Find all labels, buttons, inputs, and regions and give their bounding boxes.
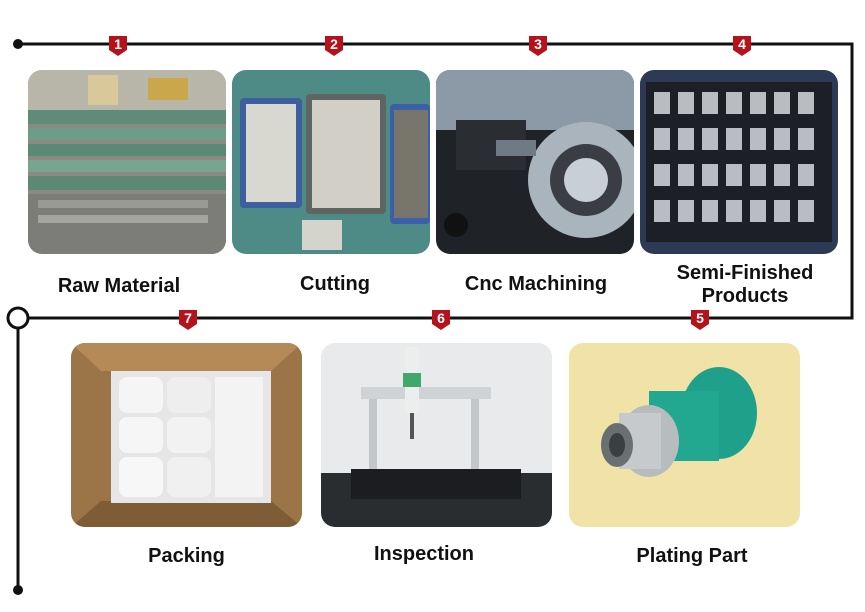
step-label-plating-part: Plating Part xyxy=(636,545,748,567)
flow-end-dot xyxy=(13,585,23,595)
step-badge-7: 7 xyxy=(177,309,199,331)
step-number: 7 xyxy=(184,310,192,326)
step-label-inspection: Inspection xyxy=(373,543,474,565)
step-label-line-2: Products xyxy=(701,285,789,307)
step-number: 6 xyxy=(437,310,445,326)
step-number: 3 xyxy=(534,36,542,52)
step-badge-2: 2 xyxy=(323,35,345,57)
step-label-cnc-machining: Cnc Machining xyxy=(464,273,608,295)
step-label-raw-material: Raw Material xyxy=(57,275,181,297)
step-badge-4: 4 xyxy=(731,35,753,57)
plating-part-photo xyxy=(569,343,800,527)
cnc-machining-photo xyxy=(436,70,634,254)
step-badge-5: 5 xyxy=(689,309,711,331)
step-badge-6: 6 xyxy=(430,309,452,331)
cutting-photo xyxy=(232,70,430,254)
raw-material-photo xyxy=(28,70,226,254)
step-badge-3: 3 xyxy=(527,35,549,57)
flow-path xyxy=(16,42,854,590)
step-label-packing: Packing xyxy=(148,545,225,567)
packing-photo xyxy=(71,343,302,527)
step-number: 5 xyxy=(696,310,704,326)
step-number: 2 xyxy=(330,36,338,52)
step-number: 4 xyxy=(738,36,746,52)
step-label-cutting: Cutting xyxy=(300,273,370,295)
inspection-photo xyxy=(321,343,552,527)
step-label-semi-finished-products: Semi-Finished Products xyxy=(640,262,850,308)
step-badge-1: 1 xyxy=(107,35,129,57)
flow-turn-circle xyxy=(6,306,30,330)
step-number: 1 xyxy=(114,36,122,52)
step-label-line-1: Semi-Finished xyxy=(676,262,814,284)
semi-finished-products-photo xyxy=(640,70,838,254)
